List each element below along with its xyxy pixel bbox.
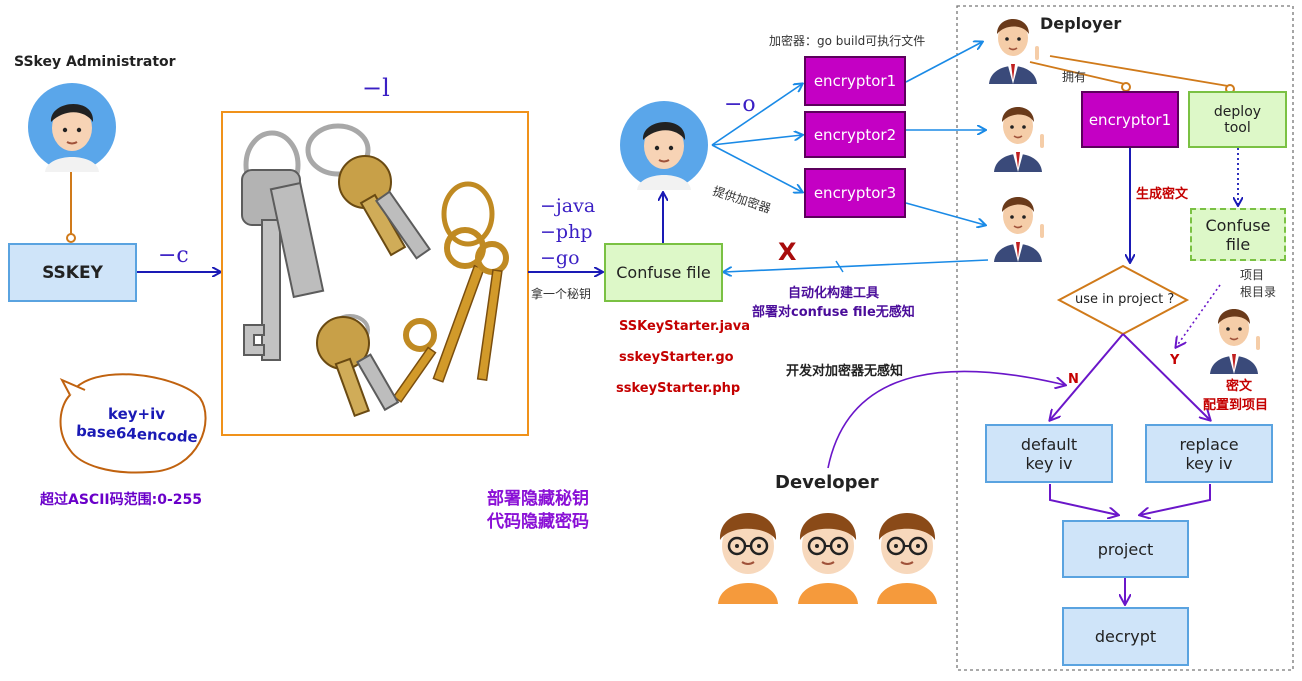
encryptor-2: encryptor2 — [804, 111, 906, 158]
cloud-shape — [59, 373, 207, 474]
developer-avatar-1 — [714, 500, 782, 604]
replace-line2: key iv — [1185, 453, 1233, 473]
flag-go: −go — [540, 247, 580, 269]
developer-avatar-2 — [794, 500, 862, 604]
starter-go: sskeyStarter.go — [619, 350, 734, 365]
admin-title: SSkey Administrator — [14, 54, 176, 70]
encryptor-1: encryptor1 — [804, 56, 906, 106]
encryptor-3: encryptor3 — [804, 168, 906, 218]
owns-label: 拥有 — [1062, 70, 1087, 84]
deployer-title: Deployer — [1040, 14, 1122, 33]
encryptor-note: 加密器：go build可执行文件 — [769, 34, 926, 48]
x-mark: X — [778, 238, 797, 266]
auto-build-line2: 部署对confuse file无感知 — [752, 305, 915, 320]
keys-illustration — [241, 123, 509, 418]
starter-php: sskeyStarter.php — [616, 381, 741, 396]
dev-unaware-note: 开发对加密器无感知 — [786, 364, 904, 379]
deployer-avatar-4 — [1206, 298, 1266, 374]
developer-title: Developer — [775, 472, 879, 493]
cloud-line1: key+iv — [108, 405, 166, 423]
hide-note-line2: 代码隐藏密码 — [487, 512, 589, 532]
flag-php: −php — [540, 221, 593, 243]
default-line1: default — [1020, 434, 1078, 454]
sskey-box: SSKEY — [8, 243, 137, 302]
deployer-avatar-2 — [990, 96, 1050, 172]
gen-cipher-label: 生成密文 — [1136, 187, 1189, 202]
deploy-tool-line1: deploy — [1213, 103, 1262, 120]
starter-java: SSKeyStarter.java — [619, 319, 751, 334]
admin-avatar — [25, 82, 119, 172]
deployer-encryptor-box: encryptor1 — [1081, 91, 1179, 148]
cipher-config-line2: 配置到项目 — [1203, 398, 1269, 413]
deployer-confuse-file-box: Confuse file — [1190, 208, 1286, 261]
deployer-confuse-line1: Confuse — [1205, 215, 1271, 235]
arrow-deployer-confuse — [724, 259, 989, 272]
flag-java: −java — [540, 195, 596, 217]
project-root-line1: 项目 — [1240, 268, 1265, 282]
take-key-label: 拿一个秘钥 — [531, 287, 592, 301]
arrow-no — [1050, 333, 1124, 420]
flag-c: −c — [158, 243, 189, 268]
cipher-config-line1: 密文 — [1226, 379, 1253, 394]
yes-label: Y — [1170, 353, 1180, 368]
deployer-avatar-3 — [990, 186, 1050, 262]
default-line2: key iv — [1025, 453, 1073, 473]
developer-avatar-3 — [873, 500, 941, 604]
arrow-dev-default — [827, 370, 1065, 469]
confuse-file-box: Confuse file — [604, 243, 723, 302]
default-key-iv-box: default key iv — [985, 424, 1113, 483]
provider-avatar — [617, 100, 711, 190]
deploy-tool-line2: tool — [1224, 119, 1251, 136]
arrow-yes — [1122, 333, 1210, 420]
project-box: project — [1062, 520, 1189, 578]
decision-label: use in project ? — [1075, 292, 1175, 307]
flag-l: −l — [362, 74, 390, 102]
deployer-avatar-1 — [985, 8, 1045, 84]
replace-line1: replace — [1179, 434, 1239, 454]
decrypt-box: decrypt — [1062, 607, 1189, 666]
no-label: N — [1068, 372, 1079, 387]
hide-note-line1: 部署隐藏秘钥 — [487, 489, 589, 509]
replace-key-iv-box: replace key iv — [1145, 424, 1273, 483]
auto-build-line1: 自动化构建工具 — [788, 286, 880, 301]
flag-o: −o — [724, 92, 756, 117]
deployer-confuse-line2: file — [1225, 234, 1251, 254]
deployer-region — [956, 5, 1294, 671]
deploy-tool-box: deploy tool — [1188, 91, 1287, 148]
ascii-note: 超过ASCII码范围:0-255 — [40, 492, 202, 508]
project-root-line2: 根目录 — [1240, 285, 1277, 299]
